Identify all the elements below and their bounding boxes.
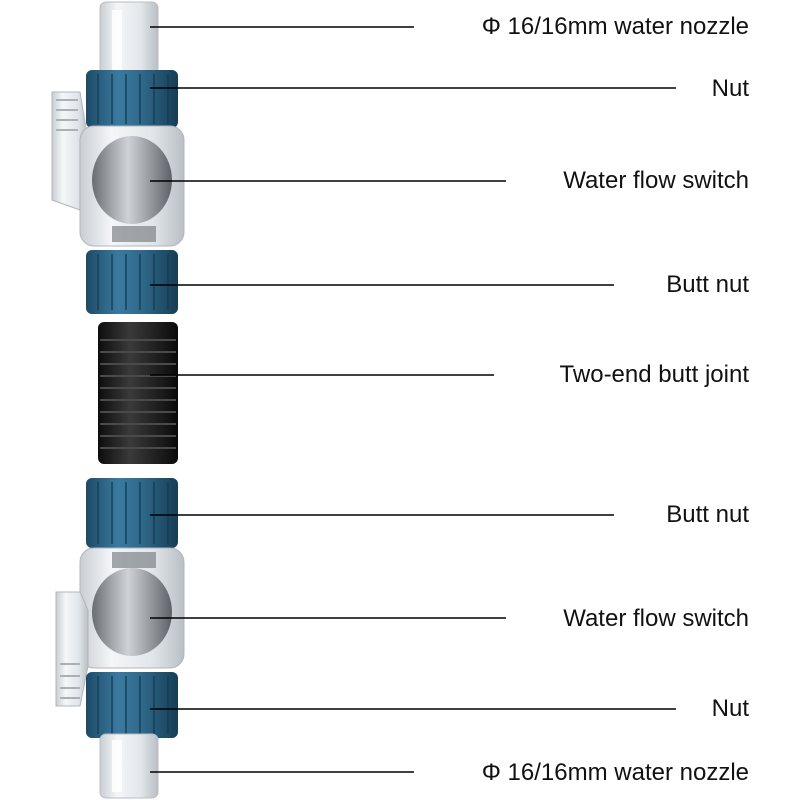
top-water-flow-switch — [51, 91, 185, 247]
label-two-end-butt-joint: Two-end butt joint — [559, 361, 749, 388]
top-water-nozzle — [99, 1, 159, 75]
label-lower-butt-nut: Butt nut — [666, 501, 749, 528]
label-bottom-water-nozzle: Φ 16/16mm water nozzle — [481, 759, 749, 786]
bottom-water-nozzle — [99, 733, 159, 799]
label-upper-butt-nut: Butt nut — [666, 271, 749, 298]
leader-lines — [150, 26, 676, 773]
label-bottom-nut: Nut — [711, 695, 749, 722]
label-top-nut: Nut — [711, 75, 749, 102]
lower-butt-nut — [86, 478, 178, 548]
upper-butt-nut — [86, 250, 178, 314]
top-nut — [86, 70, 178, 128]
bottom-nut — [86, 672, 178, 738]
two-end-butt-joint — [98, 322, 178, 464]
label-top-water-nozzle: Φ 16/16mm water nozzle — [481, 13, 749, 40]
bottom-water-flow-switch — [55, 547, 185, 707]
label-bottom-water-flow-switch: Water flow switch — [563, 605, 749, 632]
label-top-water-flow-switch: Water flow switch — [563, 167, 749, 194]
